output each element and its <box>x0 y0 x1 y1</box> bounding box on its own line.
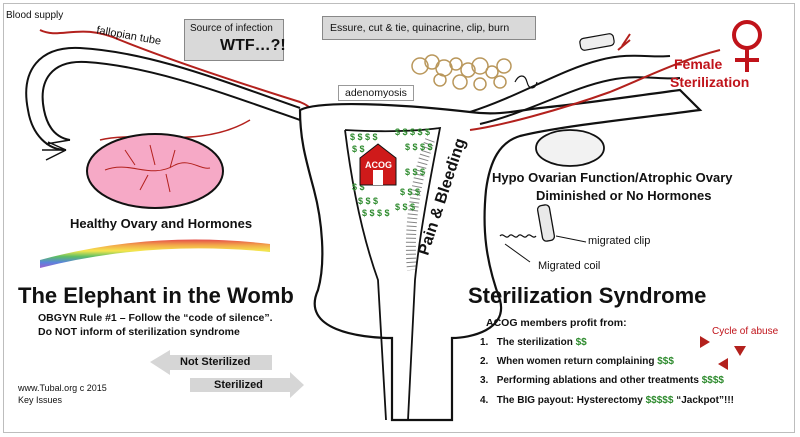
svg-text:$ $ $ $: $ $ $ $ <box>362 208 390 218</box>
list-item: 2. When women return complaining $$$ <box>480 356 674 367</box>
migrated-coil <box>499 234 537 238</box>
image-frame <box>3 3 795 433</box>
blood-supply-label: Blood supply <box>6 10 64 21</box>
healthy-ovary-label: Healthy Ovary and Hormones <box>70 216 253 231</box>
list-item: 1. The sterilization $$ <box>480 337 587 348</box>
female-sterilization-line1: Female <box>674 56 723 72</box>
footer-key-issues: Key Issues <box>18 395 63 405</box>
svg-text:$ $ $ $ $: $ $ $ $ $ <box>395 127 430 137</box>
source-infection-label: Source of infection <box>190 23 273 34</box>
svg-text:$ $ $ $: $ $ $ $ <box>405 142 433 152</box>
female-sterilization-line2: Sterilization <box>670 74 750 90</box>
acog-label: ACOG <box>365 160 392 170</box>
atrophic-ovary <box>535 129 605 167</box>
obgyn-rule-1: OBGYN Rule #1 – Follow the “code of sile… <box>38 312 273 324</box>
cycle-of-abuse-label: Cycle of abuse <box>712 326 779 337</box>
profit-heading: ACOG members profit from: <box>486 317 627 329</box>
not-sterilized-label: Not Sterilized <box>180 356 251 368</box>
female-symbol-icon <box>732 20 762 72</box>
sterilized-arrow <box>190 372 304 398</box>
elephant-title: The Elephant in the Womb <box>18 283 294 308</box>
svg-text:$ $ $ $: $ $ $ $ <box>350 132 378 142</box>
essure-label: Essure, cut & tie, quinacrine, clip, bur… <box>330 22 510 34</box>
wtf-label: WTF…?! <box>220 37 286 54</box>
not-sterilized-arrow <box>150 350 272 375</box>
svg-text:$ $ $: $ $ $ <box>405 167 425 177</box>
cycle-arrows-icon <box>700 336 746 370</box>
left-fallopian-tube <box>25 46 301 151</box>
svg-text:$ $: $ $ <box>352 144 365 154</box>
migrated-clip <box>536 204 556 242</box>
svg-text:$ $ $: $ $ $ <box>395 202 415 212</box>
footer-url: www.Tubal.org c 2015 <box>18 383 107 393</box>
svg-text:$ $: $ $ <box>352 182 365 192</box>
sterilized-label: Sterilized <box>214 379 263 391</box>
hypo-ovarian-label: Hypo Ovarian Function/Atrophic Ovary <box>492 170 733 185</box>
migrated-coil-label: Migrated coil <box>538 260 601 272</box>
barn-icon <box>359 143 397 186</box>
rainbow <box>40 239 270 268</box>
migrated-clip-label: migrated clip <box>588 235 651 247</box>
uterine-cavity <box>344 126 442 421</box>
obgyn-rule-2: Do NOT inform of sterilization syndrome <box>38 326 240 338</box>
adenomyosis-knots <box>411 54 512 91</box>
svg-text:$ $ $: $ $ $ <box>358 196 378 206</box>
diminished-hormones-label: Diminished or No Hormones <box>536 188 712 203</box>
svg-text:$ $ $: $ $ $ <box>400 187 420 197</box>
essure-callout: Essure, cut & tie, quinacrine, clip, bur… <box>322 16 536 40</box>
adenomyosis-label: adenomyosis <box>338 85 414 101</box>
source-infection-callout: Source of infection WTF…?! <box>184 19 286 61</box>
right-fallopian-tube <box>469 54 681 125</box>
dollar-signs: $ $ $ $ $ $ $ $ $ $ $ $ $ $ $ $ $ $ $ $ … <box>350 127 433 218</box>
uterus-body <box>298 88 703 422</box>
list-item: 3. Performing ablations and other treatm… <box>480 375 724 386</box>
blood-vessel-right <box>469 49 721 131</box>
list-item: 4. The BIG payout: Hysterectomy $$$$$ “J… <box>480 395 734 406</box>
syndrome-title: Sterilization Syndrome <box>468 283 707 308</box>
